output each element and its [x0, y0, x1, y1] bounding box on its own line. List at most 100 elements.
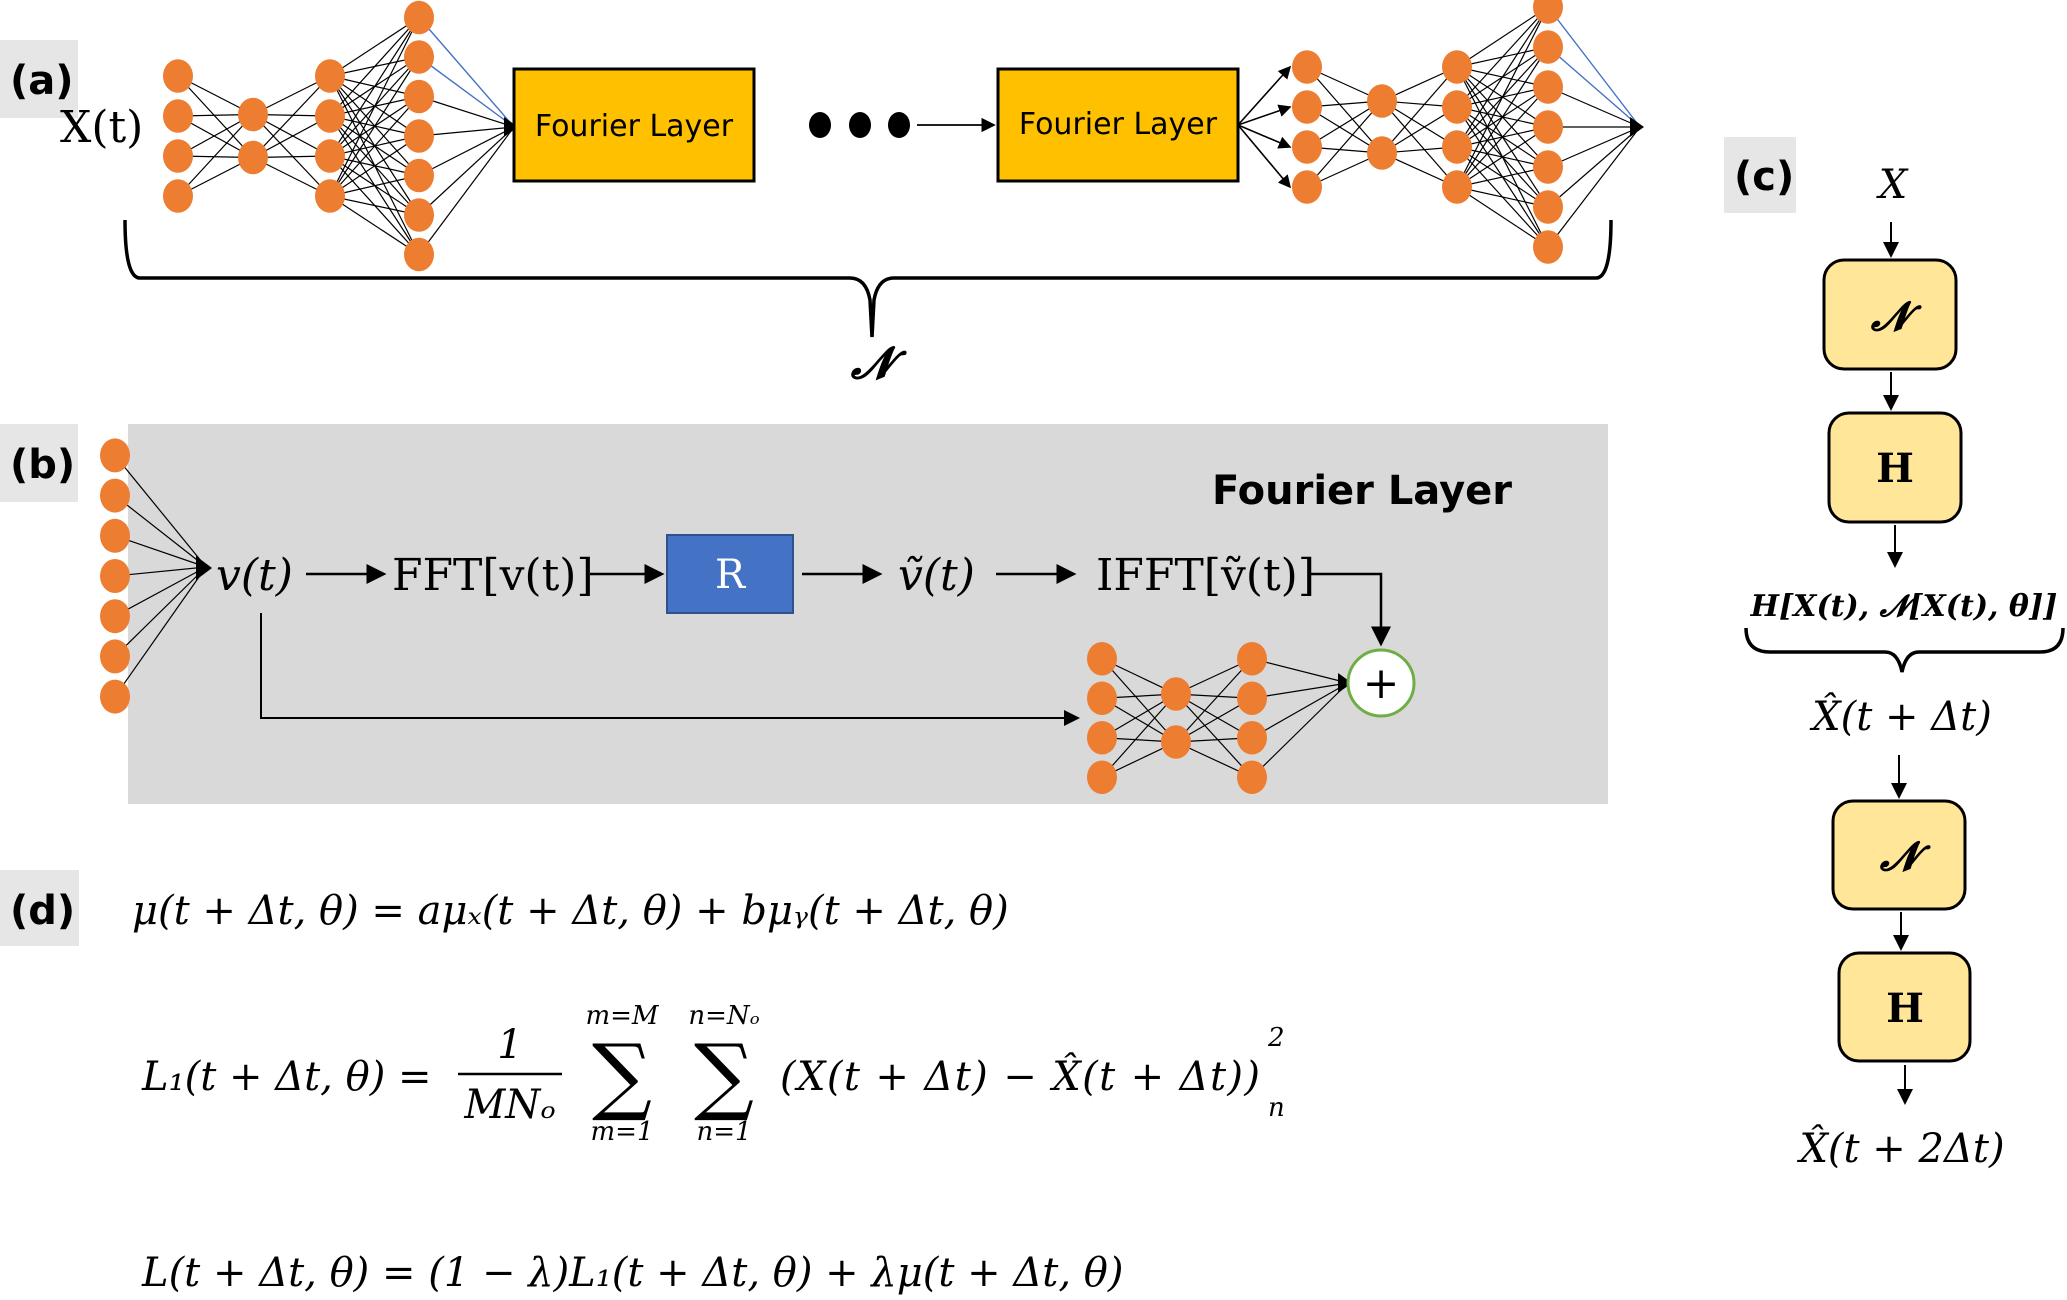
panel-b-label-bg [0, 424, 78, 502]
panel-b-label: (b) [10, 442, 75, 488]
neuron-node [315, 59, 345, 93]
c-output-1: X̂(t + Δt) [1809, 694, 1992, 740]
equation-l1-denominator: MNₒ [463, 1082, 555, 1128]
network-symbol-N: 𝓝 [850, 338, 907, 389]
network-connection [114, 535, 207, 568]
input-arrow [1237, 124, 1292, 189]
sum2-sigma: ∑ [694, 1026, 754, 1124]
output-connection [1547, 126, 1641, 208]
ellipsis-dot [888, 112, 910, 138]
neuron-node [1533, 190, 1563, 224]
r-label: R [715, 552, 747, 598]
neuron-node [238, 97, 268, 132]
panel-d: (d) μ(t + Δt, θ) = aμₓ(t + Δt, θ) + bμᵧ(… [0, 870, 1285, 1296]
v-of-t-label: v(t) [216, 550, 293, 601]
panel-c-label-bg [1724, 137, 1796, 213]
network-connection [329, 195, 420, 216]
c-input-x: X [1876, 162, 1909, 208]
network-connection [1456, 86, 1549, 188]
output-connection [418, 126, 515, 177]
ellipsis-dot [809, 112, 831, 138]
neuron-node [315, 179, 345, 213]
c-box-h-1 [1827, 411, 1963, 524]
neuron-node [100, 518, 130, 553]
input-label-xt: X(t) [60, 102, 143, 153]
sum1-lower: m=1 [591, 1117, 654, 1147]
neuron-node [1533, 0, 1563, 24]
neuron-node [404, 40, 434, 74]
neuron-node [1292, 90, 1322, 124]
fft-label: FFT[v(t)] [392, 550, 594, 601]
r-box [666, 534, 794, 614]
output-connection [1251, 682, 1349, 699]
panel-b: (b) Fourier Layer v(t) FFT[v(t)] R ṽ(t) … [0, 424, 1608, 804]
output-connection [1547, 126, 1641, 248]
network-connection [252, 114, 331, 197]
neuron-node [1161, 677, 1191, 711]
equation-mu: μ(t + Δt, θ) = aμₓ(t + Δt, θ) + bμᵧ(t + … [132, 888, 1009, 934]
network-connection [1381, 66, 1458, 154]
neuron-node [1161, 725, 1191, 759]
network-connection [329, 135, 420, 197]
network-connection [1456, 6, 1549, 188]
convergence-arrowhead [196, 556, 212, 580]
network-connection [1175, 658, 1253, 743]
fourier-layer-panel [128, 424, 1608, 804]
output-connection [418, 126, 515, 255]
input-arrow [1237, 124, 1292, 149]
neuron-node [1533, 70, 1563, 104]
panel-c: (c) X 𝓝 H H[X(t), 𝓝[X(t), θ]] X̂(t + Δt)… [1724, 137, 2065, 1172]
neuron-node [315, 99, 345, 133]
c-box-h-2 [1837, 951, 1972, 1063]
panel-a: (a) X(t) Fourier Layer Fourier Layer 𝓝 [0, 0, 1644, 389]
neuron-node [100, 679, 130, 714]
output-connection [1251, 682, 1349, 739]
network-connection [1101, 693, 1177, 778]
c-brace [1744, 627, 2065, 673]
plus-sign: + [1363, 658, 1400, 709]
equation-l1: L₁(t + Δt, θ) = 1 MNₒ m=M ∑ m=1 n=Nₒ ∑ n… [141, 1001, 1285, 1147]
neuron-node [163, 179, 193, 213]
network-connection [329, 17, 420, 197]
neuron-node [1442, 130, 1472, 164]
neuron-node [1292, 50, 1322, 84]
network-connection [114, 455, 207, 568]
neuron-node [100, 599, 130, 634]
v-tilde-label: ṽ(t) [898, 550, 975, 601]
neuron-node [1087, 720, 1117, 755]
c-h-expression: H[X(t), 𝓝[X(t), θ]] [1750, 589, 2058, 624]
equation-l1-body: (X(t + Δt) − X̂(t + Δt)) [780, 1054, 1260, 1100]
neuron-node [1237, 681, 1267, 716]
sum1-sigma: ∑ [592, 1026, 652, 1124]
input-neurons [100, 438, 212, 714]
neuron-node [1292, 130, 1322, 164]
output-connection [418, 17, 515, 128]
neuron-node [238, 140, 268, 175]
neuron-node [404, 119, 434, 153]
left-neural-network [163, 0, 518, 272]
neuron-node [315, 139, 345, 173]
network-connection [1456, 126, 1549, 188]
fourier-layer-box-1 [512, 67, 756, 183]
network-connection [329, 17, 420, 157]
network-connection [1101, 658, 1177, 743]
network-connection [329, 174, 420, 197]
neuron-node [404, 79, 434, 114]
input-arrow [1237, 65, 1292, 126]
network-connection [1456, 186, 1549, 248]
output-connection [418, 126, 515, 216]
sum2-upper: n=Nₒ [688, 1001, 759, 1031]
convergence-arrowhead [1630, 117, 1644, 137]
equation-total-loss: L(t + Δt, θ) = (1 − λ)L₁(t + Δt, θ) + λμ… [141, 1250, 1123, 1296]
convergence-arrowhead [504, 117, 518, 137]
neuron-node [163, 99, 193, 133]
ellipsis-dots [809, 112, 910, 138]
neuron-node [1533, 150, 1563, 184]
skip-connection-arrow [260, 613, 1080, 726]
panel-c-label: (c) [1734, 154, 1794, 200]
neuron-node [1442, 90, 1472, 124]
network-connection [1456, 46, 1549, 188]
network-connection [114, 566, 207, 577]
arrow-ifft-to-plus [1310, 572, 1391, 647]
